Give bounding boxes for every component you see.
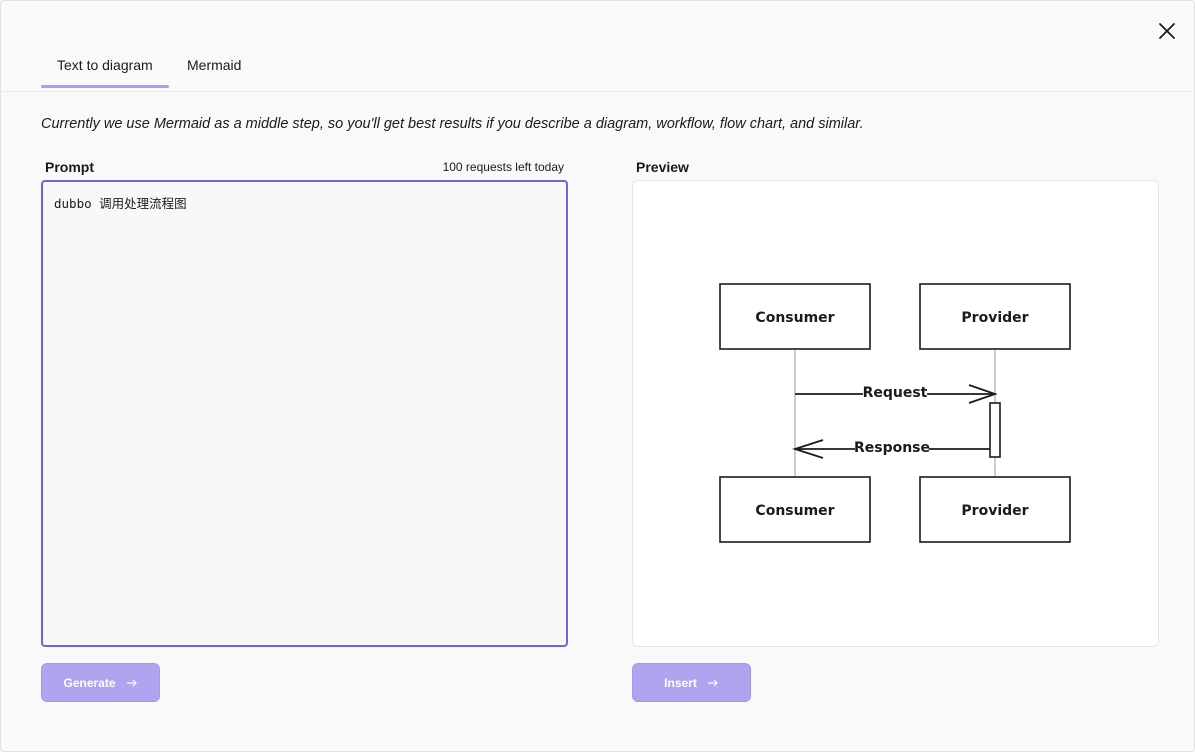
request-label: Request xyxy=(863,385,928,401)
response-arrowhead xyxy=(792,439,824,459)
consumer-box-top xyxy=(719,283,871,350)
tab-mermaid[interactable]: Mermaid xyxy=(187,57,242,73)
provider-box-bottom xyxy=(919,476,1071,543)
response-label: Response xyxy=(854,440,930,456)
consumer-label-bottom: Consumer xyxy=(755,503,834,519)
insert-button[interactable]: Insert xyxy=(632,663,751,702)
request-arrowhead xyxy=(968,384,998,404)
prompt-textarea[interactable]: dubbo 调用处理流程图 xyxy=(41,180,568,647)
tab-text-to-diagram[interactable]: Text to diagram xyxy=(57,57,153,73)
tab-bar: Text to diagram Mermaid xyxy=(1,49,1194,92)
provider-label-top: Provider xyxy=(961,310,1028,326)
description-text: Currently we use Mermaid as a middle ste… xyxy=(41,116,864,132)
consumer-label-top: Consumer xyxy=(755,310,834,326)
close-icon xyxy=(1159,23,1175,39)
preview-label: Preview xyxy=(636,159,689,175)
active-tab-indicator xyxy=(41,85,169,88)
arrow-right-icon xyxy=(126,679,137,686)
insert-button-label: Insert xyxy=(664,675,697,690)
prompt-label: Prompt xyxy=(45,159,94,175)
close-button[interactable] xyxy=(1155,19,1179,43)
generate-button-label: Generate xyxy=(63,675,116,690)
prompt-value: dubbo 调用处理流程图 xyxy=(54,196,187,211)
preview-panel: Consumer Provider Request Response Consu… xyxy=(632,180,1159,647)
requests-left-counter: 100 requests left today xyxy=(442,160,564,174)
generate-button[interactable]: Generate xyxy=(41,663,160,702)
request-label-bg xyxy=(863,383,927,401)
consumer-box-bottom xyxy=(719,476,871,543)
provider-box-top xyxy=(919,283,1071,350)
response-label-bg xyxy=(855,438,929,456)
arrow-right-icon xyxy=(707,679,718,686)
provider-label-bottom: Provider xyxy=(961,503,1028,519)
sequence-diagram: Consumer Provider Request Response Consu… xyxy=(719,283,1071,543)
activation-bar xyxy=(989,402,1001,458)
